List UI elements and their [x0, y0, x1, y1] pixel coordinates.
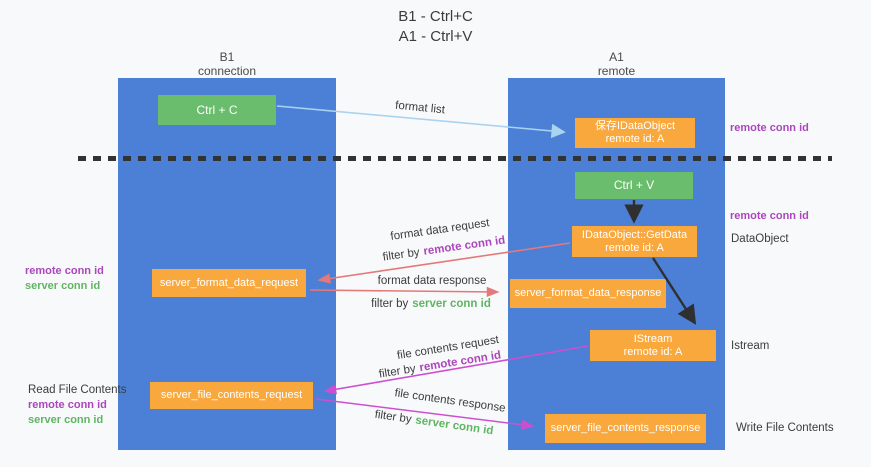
- node-idataobject-getdata-line1: IDataObject::GetData: [581, 228, 688, 241]
- node-server-file-contents-request: server_file_contents_request: [150, 382, 313, 409]
- left-conn-id-legend-mid: remote conn id server conn id: [25, 264, 104, 294]
- label-format-data-response: format data response: [377, 275, 487, 287]
- remote-conn-id-text: remote conn id: [422, 234, 506, 258]
- column-header-b1-role: connection: [197, 64, 257, 78]
- node-server-format-data-response: server_format_data_response: [510, 279, 666, 308]
- filter-by-text: filter by: [371, 298, 409, 310]
- diagram-title: B1 - Ctrl+C A1 - Ctrl+V: [0, 7, 871, 47]
- node-server-file-contents-response-label: server_file_contents_response: [550, 422, 701, 434]
- node-idataobject-getdata-line2: remote id: A: [605, 241, 664, 254]
- copy-paste-phase-divider: [78, 156, 832, 161]
- column-header-a1-name: A1: [609, 50, 624, 64]
- node-istream-line2: remote id: A: [623, 345, 683, 358]
- istream-label: Istream: [731, 340, 770, 352]
- column-header-a1-role: remote: [597, 64, 636, 78]
- node-save-idataobject-line2: remote id: A: [605, 133, 665, 145]
- node-istream: IStream remote id: A: [590, 330, 716, 361]
- node-server-format-data-response-label: server_format_data_response: [514, 287, 662, 299]
- arrow-format-data-response: [309, 286, 500, 298]
- node-ctrl-v-label: Ctrl + V: [613, 178, 655, 192]
- server-conn-id-label: server conn id: [28, 414, 104, 426]
- node-istream-line1: IStream: [633, 332, 673, 345]
- column-header-b1-name: B1: [219, 50, 235, 64]
- label-format-list: format list: [394, 99, 446, 117]
- filter-by-text: filter by: [382, 246, 421, 264]
- label-file-contents-response: file contents response: [393, 387, 507, 415]
- node-ctrl-v: Ctrl + V: [575, 172, 693, 199]
- server-conn-id-label: server conn id: [25, 280, 101, 292]
- node-idataobject-getdata: IDataObject::GetData remote id: A: [572, 226, 697, 257]
- node-save-idataobject: 保存IDataObject remote id: A: [575, 118, 695, 148]
- column-header-a1-remote: A1 remote: [508, 50, 725, 78]
- remote-conn-id-label: remote conn id: [28, 399, 107, 411]
- title-line-1: B1 - Ctrl+C: [398, 8, 473, 25]
- node-server-file-contents-request-label: server_file_contents_request: [160, 389, 303, 401]
- read-file-contents-label: Read File Contents: [28, 384, 127, 396]
- left-read-file-contents-block: Read File Contents remote conn id server…: [28, 383, 126, 428]
- column-header-b1-connection: B1 connection: [118, 50, 336, 78]
- filter-by-text: filter by: [373, 408, 413, 426]
- node-server-format-data-request: server_format_data_request: [152, 269, 306, 297]
- right-remote-conn-id-mid: remote conn id: [730, 210, 809, 222]
- right-remote-conn-id-top: remote conn id: [730, 122, 809, 134]
- title-line-2: A1 - Ctrl+V: [398, 28, 473, 45]
- server-conn-id-text: server conn id: [412, 298, 491, 310]
- node-server-file-contents-response: server_file_contents_response: [545, 414, 706, 443]
- node-server-format-data-request-label: server_format_data_request: [159, 276, 299, 289]
- node-ctrl-c: Ctrl + C: [158, 95, 276, 125]
- node-save-idataobject-line1: 保存IDataObject: [594, 120, 676, 132]
- filter-by-text: filter by: [378, 362, 417, 381]
- server-conn-id-text: server conn id: [414, 414, 495, 438]
- node-ctrl-c-label: Ctrl + C: [196, 102, 238, 117]
- write-file-contents-label: Write File Contents: [736, 422, 834, 434]
- dataobject-label: DataObject: [731, 233, 789, 245]
- remote-conn-id-label: remote conn id: [25, 265, 104, 277]
